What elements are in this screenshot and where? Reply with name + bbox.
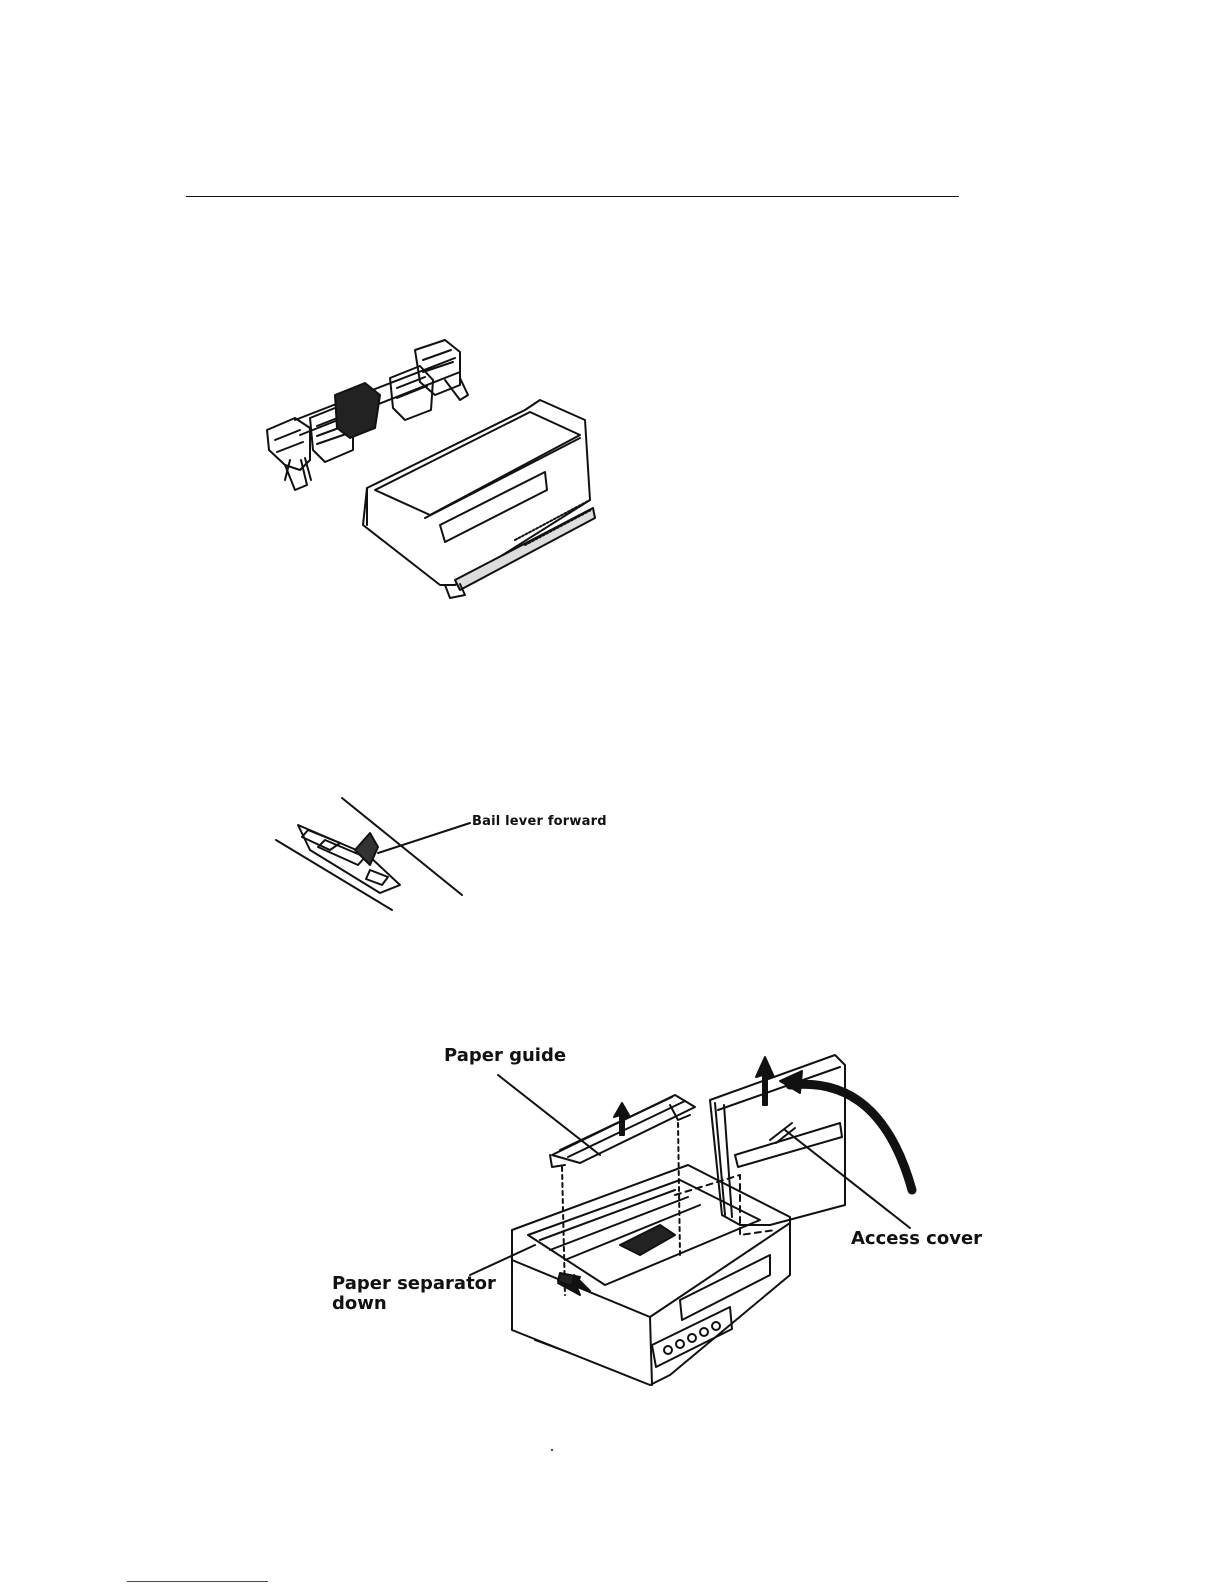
paper-guide-label: Paper guide bbox=[444, 1046, 566, 1066]
footer-link-underline[interactable] bbox=[127, 1581, 268, 1582]
paper-separator-label-line1: Paper separator bbox=[332, 1274, 496, 1294]
paper-separator-label-line2: down bbox=[332, 1294, 496, 1314]
access-cover-label: Access cover bbox=[851, 1229, 982, 1249]
header-rule bbox=[186, 196, 959, 197]
tractor-feed-unit-illustration bbox=[255, 340, 645, 605]
bail-lever-label: Bail lever forward bbox=[472, 815, 607, 829]
bail-lever-illustration bbox=[270, 795, 480, 915]
paper-separator-label: Paper separator down bbox=[332, 1274, 496, 1314]
